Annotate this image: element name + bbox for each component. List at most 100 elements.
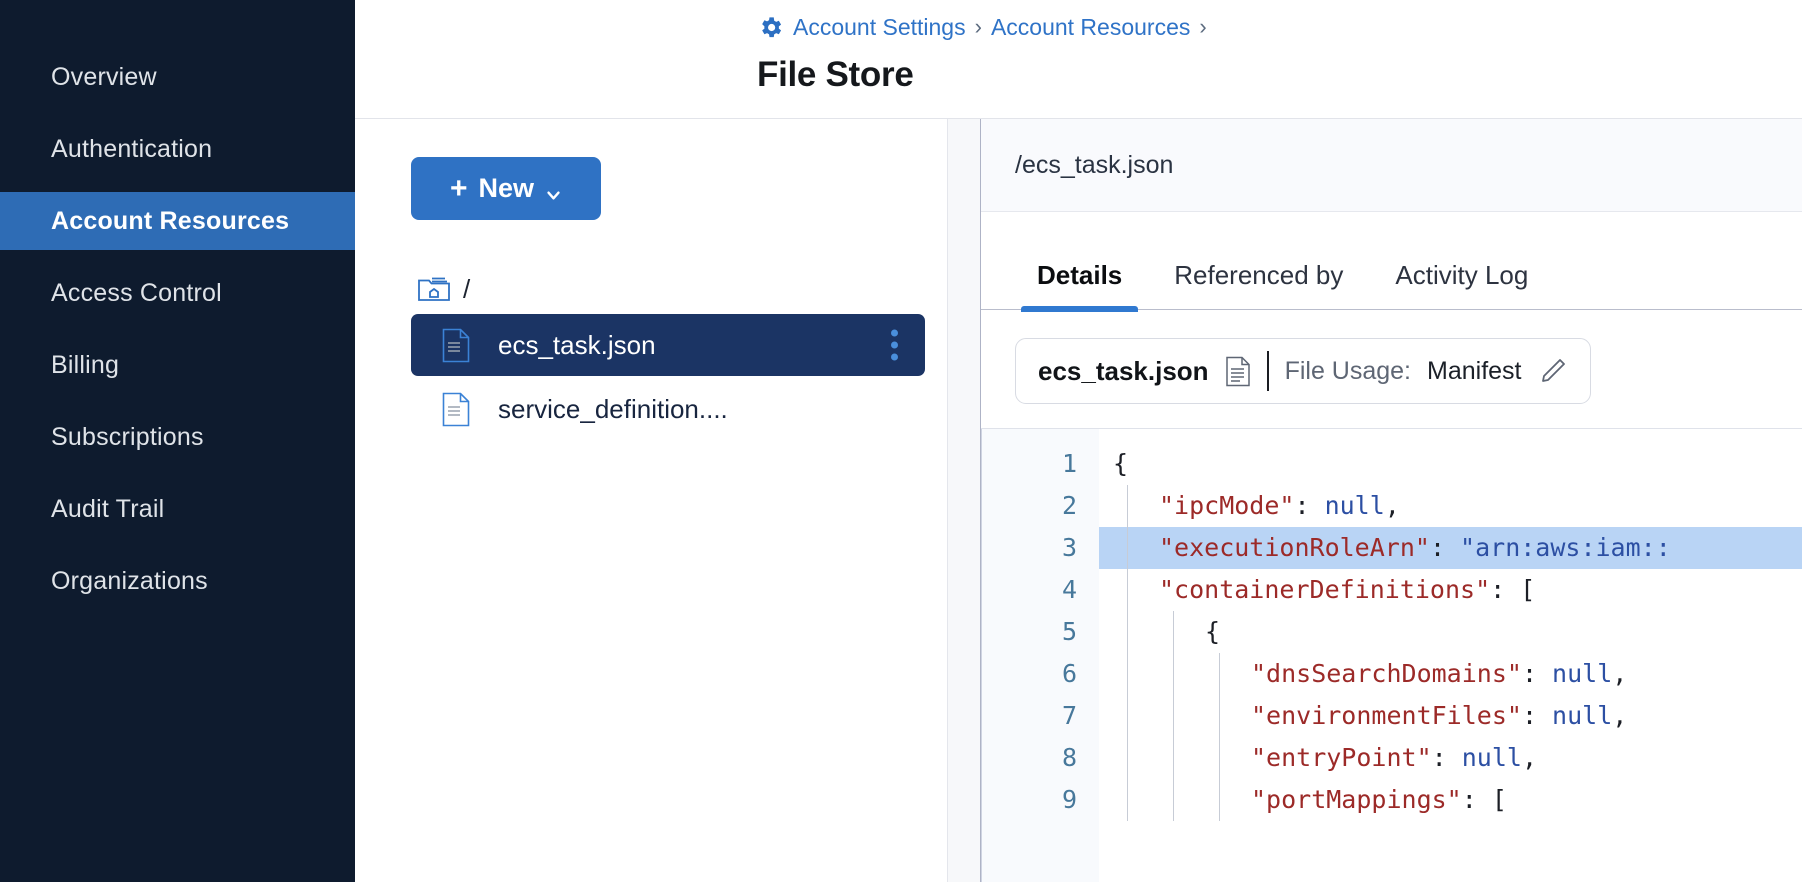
code-token: : [1521,659,1553,688]
file-tree: / ecs_task.json service_definition.... [355,266,947,440]
usage-label: File Usage: [1284,356,1412,385]
code-line-content: "dnsSearchDomains": null, [1113,659,1627,688]
file-tree-panel: + New [355,119,947,882]
tree-file-label: ecs_task.json [498,329,656,360]
code-token: : [1294,491,1325,520]
detail-tabs: Details Referenced by Activity Log [981,212,1802,312]
plus-icon: + [449,171,468,205]
indent-guide [1173,653,1174,695]
file-icon [442,328,470,363]
sidebar-item-overview[interactable]: Overview [0,48,355,106]
sidebar-item-billing[interactable]: Billing [0,336,355,394]
indent-guide [1173,779,1174,821]
tab-label: Referenced by [1174,260,1344,290]
tab-referenced-by[interactable]: Referenced by [1148,260,1369,309]
code-line: { [1099,443,1802,485]
folder-home-icon [417,274,451,304]
line-number: 3 [1061,533,1077,562]
sidebar-item-audit-trail[interactable]: Audit Trail [0,480,355,538]
code-token: : [ [1461,785,1507,814]
tab-label: Details [1037,260,1123,290]
code-token: "dnsSearchDomains" [1251,659,1522,688]
indent-guide [1127,695,1128,737]
code-content[interactable]: { "ipcMode": null, "executionRoleArn": "ar… [1099,429,1802,882]
code-line: "dnsSearchDomains": null, [1099,653,1802,695]
code-line-content: { [1113,617,1220,646]
line-number: 4 [1061,575,1077,604]
breadcrumb-link-account-resources[interactable]: Account Resources [990,13,1191,40]
file-path-bar: /ecs_task.json [981,119,1802,212]
breadcrumb: Account Settings › Account Resources › [757,8,1802,46]
line-number: 8 [1061,743,1077,772]
indent-guide [1219,779,1220,821]
code-line-content: "executionRoleArn": "arn:aws:iam:: [1113,533,1671,562]
line-number: 5 [1061,617,1077,646]
sidebar-item-organizations[interactable]: Organizations [0,552,355,610]
indent-guide [1173,695,1174,737]
tree-file-row[interactable]: service_definition.... [411,378,925,440]
code-token: { [1205,617,1221,646]
indent-guide [1173,611,1174,653]
panel-resize-divider[interactable] [947,119,981,882]
code-token: : [1431,743,1462,772]
sidebar-item-label: Subscriptions [51,422,204,451]
breadcrumb-separator-2: › [1199,14,1207,39]
file-path-text: /ecs_task.json [1015,150,1174,179]
code-line-content: "portMappings": [ [1113,785,1507,814]
code-token: null [1324,491,1385,520]
kebab-menu-icon[interactable] [891,329,898,361]
usage-divider [1266,351,1269,391]
tree-file-row[interactable]: ecs_task.json [411,314,925,376]
tree-root-label: / [463,273,471,304]
breadcrumb-separator: › [974,14,982,39]
indent-guide [1127,611,1128,653]
page-title: File Store [757,55,914,94]
line-number: 6 [1061,659,1077,688]
code-line: "portMappings": [ [1099,779,1802,821]
sidebar-item-access-control[interactable]: Access Control [0,264,355,322]
sidebar-item-subscriptions[interactable]: Subscriptions [0,408,355,466]
body-split: + New [355,119,1802,882]
code-token: null [1552,659,1613,688]
line-number: 1 [1061,449,1077,478]
code-token: "executionRoleArn" [1159,533,1430,562]
tree-root-folder[interactable]: / [355,266,947,312]
usage-zone: ecs_task.json File Usage: Manifest [981,310,1802,428]
sidebar-item-label: Authentication [51,134,213,163]
breadcrumb-link-account-settings[interactable]: Account Settings [793,13,966,40]
code-token: null [1552,701,1613,730]
code-token: : [1521,701,1553,730]
indent-guide [1173,737,1174,779]
code-token: "entryPoint" [1251,743,1432,772]
indent-guide [1127,779,1128,821]
tab-details[interactable]: Details [1011,260,1148,312]
code-token: , [1521,743,1538,772]
sidebar-item-label: Account Resources [51,206,290,235]
code-line: "executionRoleArn": "arn:aws:iam:: [1099,527,1802,569]
code-line-content: "environmentFiles": null, [1113,701,1627,730]
indent-guide [1219,695,1220,737]
pencil-icon[interactable] [1538,356,1568,386]
new-button[interactable]: + New [411,157,601,220]
new-button-label: New [478,173,535,203]
code-token: , [1612,659,1628,688]
tab-activity-log[interactable]: Activity Log [1369,260,1554,309]
line-number: 7 [1061,701,1077,730]
code-line-content: "containerDefinitions": [ [1113,575,1535,604]
top-bar: Account Settings › Account Resources › F… [355,0,1802,119]
indent-guide [1219,737,1220,779]
code-line-content: "entryPoint": null, [1113,743,1537,772]
code-token: "ipcMode" [1159,491,1295,520]
code-token: , [1612,701,1628,730]
tree-file-label: service_definition.... [498,393,728,424]
sidebar-item-label: Organizations [51,566,208,595]
file-usage-card: ecs_task.json File Usage: Manifest [1015,338,1591,404]
code-line: { [1099,611,1802,653]
sidebar-item-authentication[interactable]: Authentication [0,120,355,178]
code-line: "containerDefinitions": [ [1099,569,1802,611]
sidebar-item-account-resources[interactable]: Account Resources [0,192,355,250]
document-icon [1225,356,1251,387]
